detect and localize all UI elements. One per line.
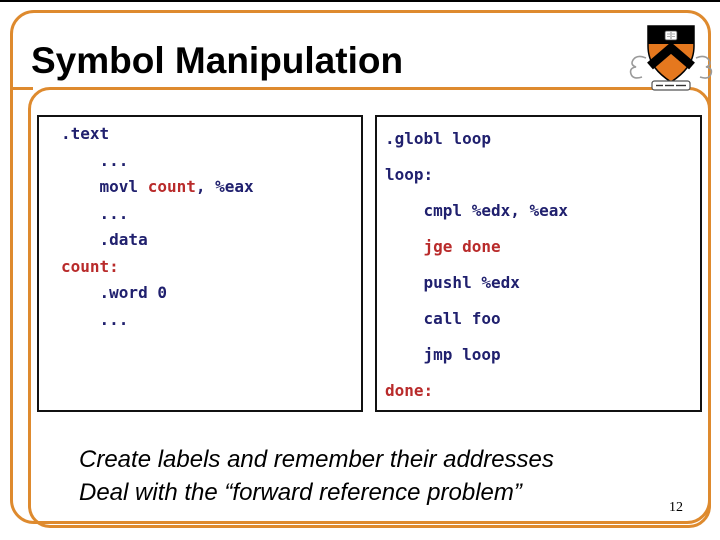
code-line: ... bbox=[61, 148, 361, 175]
code-segment: done: bbox=[385, 381, 434, 400]
title-divider bbox=[11, 87, 33, 90]
code-box-right: .globl loop loop: cmpl %edx, %eax jge don… bbox=[375, 115, 702, 412]
code-line: movl count, %eax bbox=[61, 174, 361, 201]
code-segment: count: bbox=[61, 256, 119, 276]
slide-inner-frame bbox=[28, 87, 711, 528]
code-box-left: .text ... movl count, %eax ... .data coun… bbox=[37, 115, 363, 412]
footer-notes: Create labels and remember their address… bbox=[79, 443, 679, 509]
shield-svg bbox=[629, 25, 713, 91]
code-line: .data bbox=[61, 227, 361, 254]
code-segment: movl bbox=[61, 177, 148, 196]
code-segment: jmp loop bbox=[385, 345, 501, 364]
code-segment: , %eax bbox=[195, 177, 254, 196]
code-segment: jge done bbox=[385, 237, 501, 256]
code-segment: .text bbox=[61, 124, 110, 143]
code-line: cmpl %edx, %eax bbox=[385, 193, 700, 229]
code-line: .globl loop bbox=[385, 121, 700, 157]
code-line: .text bbox=[61, 121, 361, 148]
code-line: done: bbox=[385, 373, 700, 409]
code-line: loop: bbox=[385, 157, 700, 193]
code-line: .word 0 bbox=[61, 280, 361, 307]
code-segment: ... bbox=[61, 309, 129, 329]
code-line: ... bbox=[61, 307, 361, 334]
code-segment: .globl loop bbox=[385, 129, 491, 148]
code-segment: call foo bbox=[385, 309, 501, 328]
code-segment: loop: bbox=[385, 165, 434, 184]
code-line: count: bbox=[61, 254, 361, 281]
code-segment: cmpl %edx, %eax bbox=[385, 201, 569, 220]
princeton-university-shield-icon bbox=[626, 24, 714, 94]
code-segment: .data bbox=[61, 230, 148, 249]
page-title: Symbol Manipulation bbox=[31, 40, 404, 81]
code-line: jmp loop bbox=[385, 337, 700, 373]
code-line: call foo bbox=[385, 301, 700, 337]
code-line: jge done bbox=[385, 229, 700, 265]
page-number: 12 bbox=[669, 500, 683, 515]
footer-line-2: Deal with the “forward reference problem… bbox=[79, 479, 522, 506]
code-segment: ... bbox=[61, 150, 129, 170]
code-segment: .word 0 bbox=[61, 283, 167, 302]
code-line: ... bbox=[61, 201, 361, 228]
code-segment: count bbox=[147, 177, 196, 196]
code-segment: ... bbox=[61, 203, 129, 223]
code-line: pushl %edx bbox=[385, 265, 700, 301]
footer-line-1: Create labels and remember their address… bbox=[79, 446, 554, 473]
code-segment: pushl %edx bbox=[385, 273, 520, 292]
slide-top-edge bbox=[0, 0, 720, 2]
